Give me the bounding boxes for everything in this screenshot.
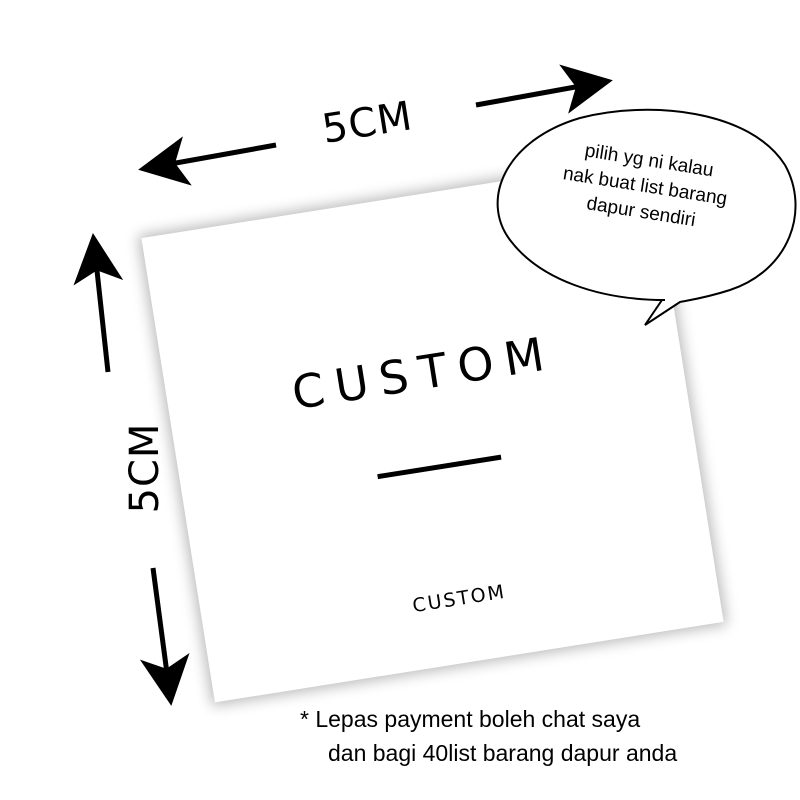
width-arrow-left bbox=[138, 136, 277, 186]
footer-note: * Lepas payment boleh chat saya dan bagi… bbox=[300, 702, 770, 770]
width-arrow-right bbox=[475, 64, 613, 114]
note-line-2: dan bagi 40list barang dapur anda bbox=[328, 740, 678, 766]
speech-bubble-shape bbox=[496, 108, 797, 326]
note-line-1: * Lepas payment boleh chat saya bbox=[300, 706, 641, 732]
height-arrow-down bbox=[139, 567, 190, 706]
height-arrow-up bbox=[73, 233, 124, 373]
height-dimension-label: 5CM bbox=[122, 422, 168, 514]
